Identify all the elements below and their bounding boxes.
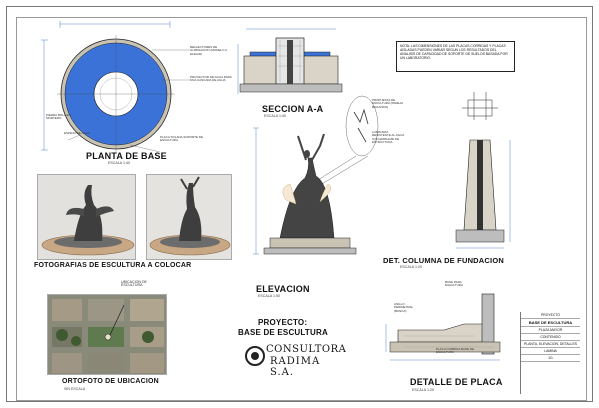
- sculpture-photo-2: [146, 174, 232, 260]
- slab-detail-drawing: [385, 293, 501, 361]
- tb-row-0: PROYECTO: [521, 312, 580, 319]
- ortho-callout: UBICACION DE ESCULTURA: [121, 280, 147, 288]
- elevation-scale: ESCALA 1:50: [258, 294, 280, 298]
- elevation-label-propuesta: PROPUESTA DE ESCULTURA (PAREJA BAILANDO): [372, 98, 403, 109]
- plan-label-espejo: ESPEJO DE AGUA: [64, 131, 91, 135]
- plan-label-placa: PLACA SOLADA SOPORTE DE ESCULTURA: [160, 135, 203, 143]
- company-logo: CONSULTORA RADIMA S.A.: [244, 342, 346, 378]
- ortho-photo: [47, 294, 167, 375]
- slab-scale: ESCALA 1:20: [412, 388, 434, 392]
- slab-label-placa: PLACA CORRIDA BASE DE ESCULTURA: [436, 347, 475, 355]
- ortho-scale: SIN ESCALA: [64, 387, 86, 391]
- plan-label-piedra: PIEDRA BOLA EN MORTERO: [46, 113, 71, 121]
- section-scale: ESCALA 1:40: [264, 114, 286, 118]
- column-title: DET. COLUMNA DE FUNDACION: [383, 256, 504, 265]
- drawing-frame: [16, 17, 587, 401]
- column-detail-drawing: [455, 92, 511, 249]
- elevation-drawing: [253, 95, 379, 255]
- plan-label-proyector: PROYECTOR DE AGUA PARA UNA CASCADA DE AG…: [190, 75, 232, 83]
- section-title: SECCION A-A: [262, 104, 324, 114]
- elevation-label-luminaria: LUMINARIA RESISTENTE AL AGUA CON EMPALME…: [372, 130, 405, 145]
- tb-row-3: CONTENIDO: [521, 334, 580, 341]
- logo-line2: RADIMA S.A.: [270, 356, 321, 378]
- logo-line1: CONSULTORA: [266, 344, 347, 355]
- project-name: BASE DE ESCULTURA: [238, 328, 328, 337]
- tb-row-2: PLAZA MAYOR: [521, 327, 580, 334]
- tb-row-6: 1/1: [521, 355, 580, 362]
- elevation-title: ELEVACION: [256, 284, 310, 294]
- section-aa-drawing: [237, 28, 343, 94]
- photos-title: FOTOGRAFIAS DE ESCULTURA A COLOCAR: [34, 262, 192, 269]
- tb-row-5: LAMINA: [521, 348, 580, 355]
- title-block: PROYECTO BASE DE ESCULTURA PLAZA MAYOR C…: [520, 312, 580, 394]
- tb-row-1: BASE DE ESCULTURA: [521, 319, 580, 327]
- logo-mark-icon: [245, 346, 265, 366]
- plan-label-reflectores: REFLECTORES DE ILUMINACION (MODELO A ELE…: [190, 45, 228, 56]
- column-scale: ESCALA 1:20: [400, 265, 422, 269]
- sculpture-photo-1: [37, 174, 136, 260]
- slab-title: DETALLE DE PLACA: [410, 377, 503, 387]
- ortho-title: ORTOFOTO DE UBICACION: [62, 378, 159, 385]
- plan-scale: ESCALA 1:40: [108, 161, 130, 165]
- plan-view-drawing: [41, 21, 190, 153]
- tb-row-4: PLANTA, ELEVACION, DETALLES: [521, 341, 580, 348]
- slab-label-base: BASE PARA ESCULTURA: [445, 280, 463, 288]
- project-label: PROYECTO:: [258, 318, 308, 327]
- note-box: NOTA: LAS DIMENSIONES DE LAS PLACAS CORR…: [396, 41, 515, 72]
- slab-label-anillo: ANILLO PERIMETRAL (BANCA): [394, 302, 414, 313]
- plan-title: PLANTA DE BASE: [86, 151, 167, 161]
